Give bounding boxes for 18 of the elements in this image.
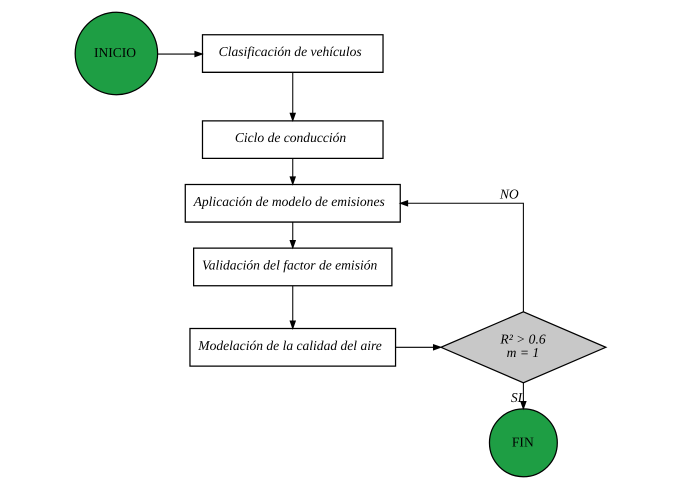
- node-box: Clasificación de vehículos: [202, 34, 384, 73]
- node-box: Validación del factor de emisión: [193, 248, 393, 286]
- arrow: [289, 222, 296, 250]
- arrow: [158, 50, 204, 58]
- node-circle: INICIO: [74, 12, 158, 96]
- arrow: [289, 72, 296, 122]
- edge-label: NO: [500, 186, 519, 202]
- arrow: [289, 286, 296, 330]
- node-diamond: R² > 0.6 m = 1: [439, 311, 608, 384]
- node-box: Modelación de la calidad del aire: [189, 328, 396, 367]
- node-box: Ciclo de conducción: [202, 120, 384, 160]
- edge-label: SI: [510, 390, 522, 405]
- node-circle: FIN: [488, 408, 558, 478]
- arrow: [520, 382, 527, 410]
- node-box: Aplicación de modelo de emisiones: [184, 184, 401, 223]
- arrow: [398, 200, 524, 312]
- arrow: [289, 158, 296, 186]
- arrow: [396, 344, 442, 351]
